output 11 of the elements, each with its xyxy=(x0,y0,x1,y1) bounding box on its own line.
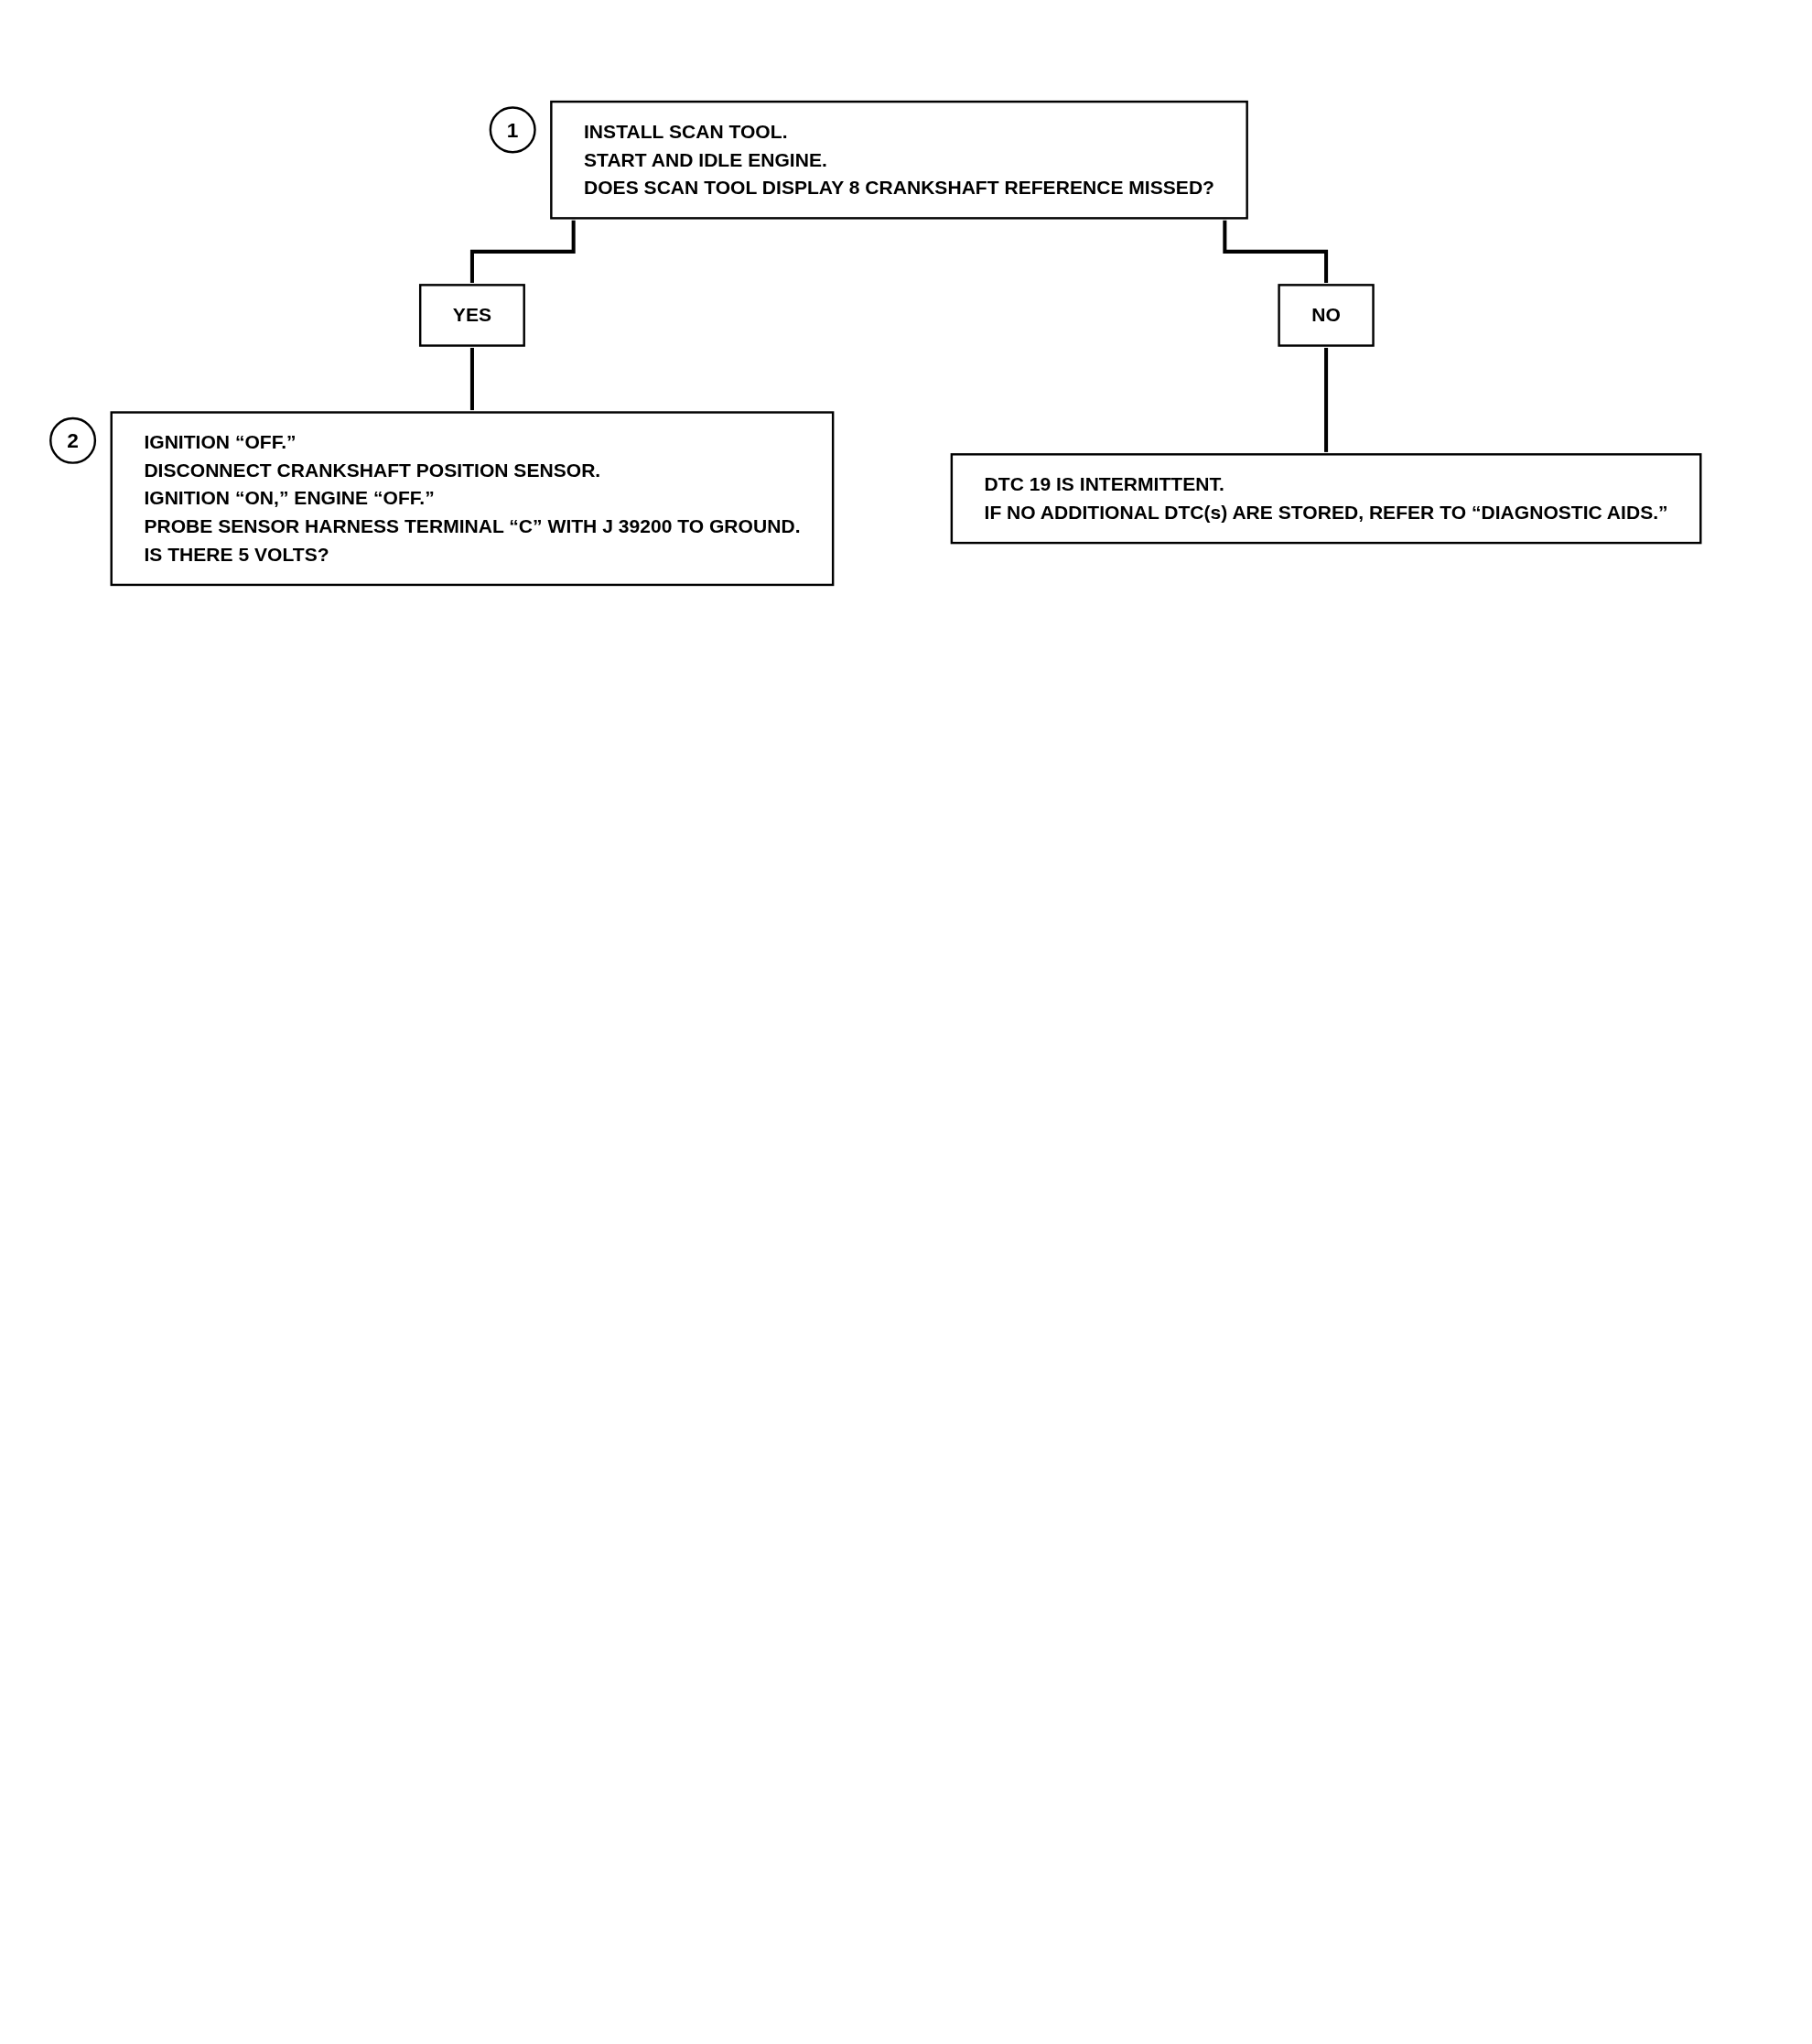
connector-line xyxy=(469,220,576,283)
connector-line xyxy=(1324,348,1329,452)
step-box: INSTALL SCAN TOOL. START AND IDLE ENGINE. DOES SCAN TOOL DISPLAY 8 CRANKSHAFT REFERENCE MISSED? xyxy=(550,100,1248,220)
connector-line xyxy=(1223,220,1329,283)
step-box: IGNITION “OFF.” DISCONNECT CRANKSHAFT POSITION SENSOR. IGNITION “ON,” ENGINE “OFF.” PROBE SENSOR HARNESS TERMINAL “C” WITH J 39200 TO GROUND. IS THERE 5 VOLTS? xyxy=(110,411,835,587)
branch-tag: YES xyxy=(418,284,525,347)
step-number: 1 xyxy=(489,106,536,154)
step-box: DTC 19 IS INTERMITTENT. IF NO ADDITIONAL DTC(s) ARE STORED, REFER TO “DIAGNOSTIC AIDS.” xyxy=(950,453,1702,545)
connector-line xyxy=(469,348,474,411)
branch-tag: NO xyxy=(1278,284,1375,347)
step-number: 2 xyxy=(49,416,97,464)
